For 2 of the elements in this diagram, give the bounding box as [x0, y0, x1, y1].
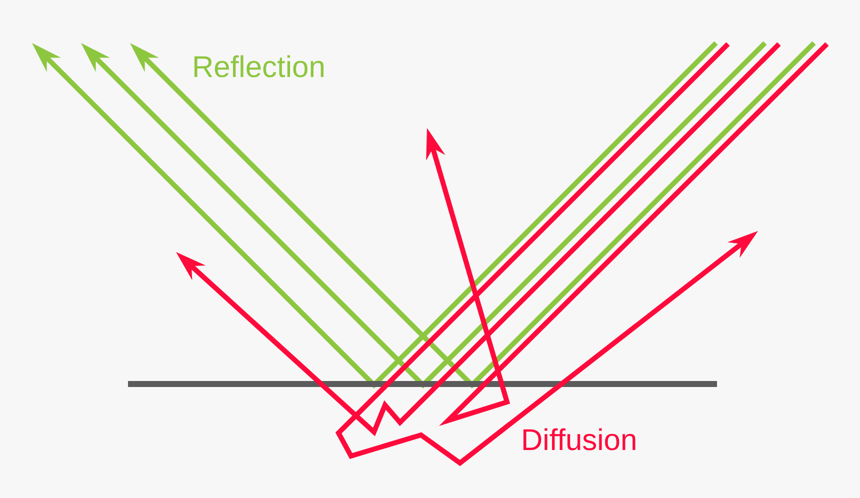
diffusion-label: Diffusion	[521, 426, 638, 456]
reflection-label: Reflection	[192, 53, 326, 83]
